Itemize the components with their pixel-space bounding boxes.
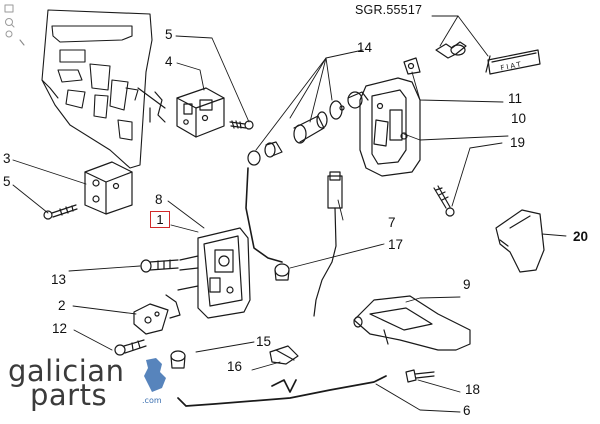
connecting-rod [245,167,283,263]
callout-12: 12 [52,321,68,336]
reference-code: SGR.55517 [355,3,423,17]
callout-4: 4 [165,54,173,69]
callout-5-left: 5 [3,174,11,189]
callout-6: 6 [463,403,471,418]
door-lock-mechanism [165,227,251,319]
callout-13: 13 [51,272,67,287]
bolt-13 [140,259,179,273]
bracket-block [84,161,133,215]
callout-5-top: 5 [165,27,173,42]
zoom-out-icon[interactable] [5,18,13,26]
callout-14: 14 [357,40,373,55]
clip-16 [269,345,299,365]
bolt-18 [405,369,435,383]
callout-9: 9 [463,277,471,292]
striker-plate [133,303,169,335]
callout-11: 11 [508,91,523,106]
lock-cylinder-assembly [247,91,369,166]
lock-cover [495,209,545,273]
screw-12 [114,339,147,356]
grommet-15 [170,350,186,369]
callout-1: 1 [150,211,170,228]
interior-handle [353,295,471,351]
handle-clip [403,57,421,75]
callout-19: 19 [510,135,526,150]
leader-lines [12,15,567,413]
callout-18: 18 [465,382,481,397]
screw-top [229,120,254,130]
callout-16: 16 [227,359,243,374]
key-and-badge [435,41,541,75]
callout-10: 10 [511,111,527,126]
callout-3: 3 [3,151,11,166]
release-cable [177,375,387,407]
grommet-17 [274,263,290,281]
logo-line-1: galician [8,354,125,388]
door-outline [19,9,153,169]
logo-line-2: parts [30,378,108,412]
fit-icon[interactable] [5,30,13,38]
callout-7: 7 [388,215,396,230]
callout-20: 20 [573,229,589,244]
galicia-map-icon [144,358,166,392]
fiat-badge-text: FIAT [500,60,524,72]
door-hatch-lines [137,87,166,123]
hinge-bracket [176,87,225,138]
viewer-toolbar[interactable] [4,4,15,38]
exterior-handle [359,77,421,177]
rod-clip [313,171,343,317]
callout-15: 15 [256,334,272,349]
zoom-in-icon[interactable] [4,4,14,13]
handle-screw [433,185,455,217]
screw-left [43,204,78,220]
callout-8: 8 [155,192,163,207]
logo-suffix: .com [142,396,162,405]
callout-2: 2 [58,298,66,313]
callout-17: 17 [388,237,404,252]
